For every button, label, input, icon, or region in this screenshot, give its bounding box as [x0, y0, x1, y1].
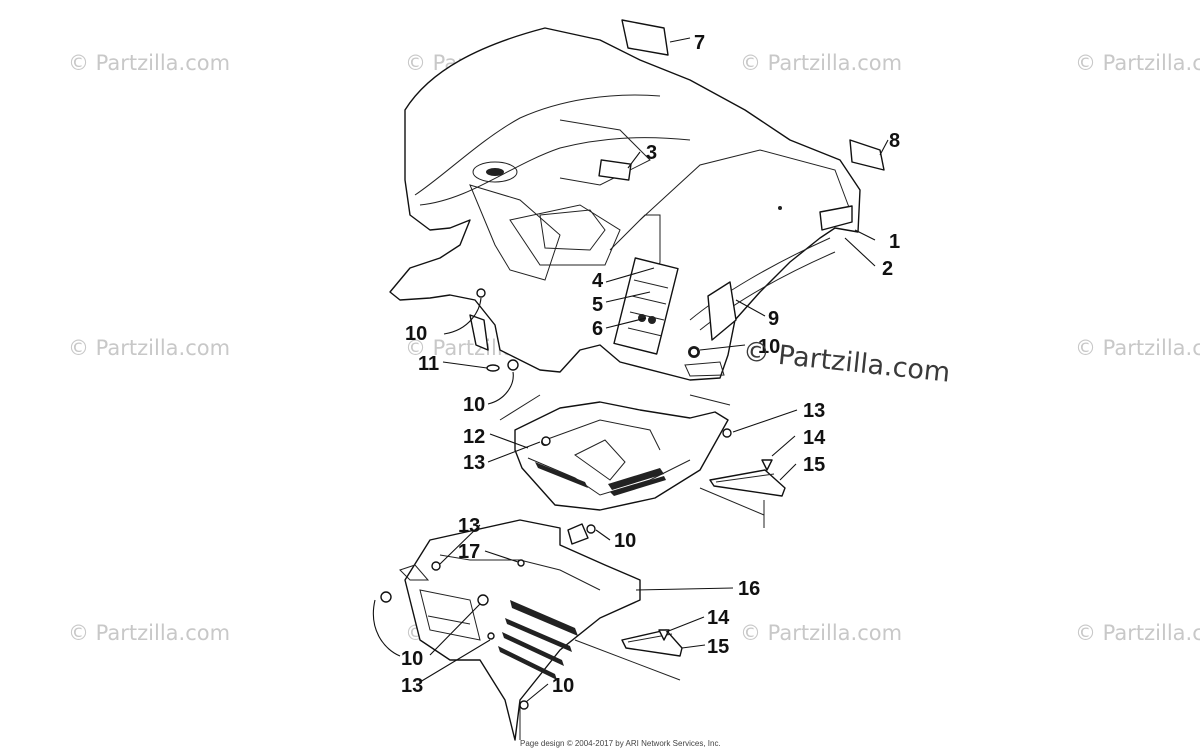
callout-17: 17: [458, 541, 480, 563]
callout-10: 10: [758, 336, 780, 358]
callouts: 7 8 3 1 2 4 5 6 9 10 10 11 10 12 13 13 1…: [401, 32, 900, 697]
nut-icon: [689, 347, 699, 357]
callout-10: 10: [463, 394, 485, 416]
callout-14: 14: [803, 427, 826, 449]
callout-15: 15: [707, 636, 729, 658]
watermark: © Partzilla.com: [740, 621, 902, 645]
callout-6: 6: [592, 318, 603, 340]
callout-7: 7: [694, 32, 705, 54]
callout-9: 9: [768, 308, 779, 330]
watermark: © Partzilla.com: [68, 51, 230, 75]
callout-13: 13: [458, 515, 480, 537]
callout-11: 11: [418, 353, 439, 375]
nut-icon: [507, 359, 519, 371]
screw-icon: [541, 436, 551, 446]
callout-10: 10: [401, 648, 423, 670]
nut-icon: [477, 594, 489, 606]
screw-icon: [722, 428, 732, 438]
nut-icon: [476, 288, 486, 298]
footer-copyright: Page design © 2004-2017 by ARI Network S…: [520, 739, 721, 748]
watermark: © Partzilla.com: [1075, 51, 1200, 75]
footrest-15-lower: [621, 629, 683, 657]
screw-icon: [517, 559, 525, 567]
watermark-prominent: © Partzilla.com: [741, 336, 951, 389]
upper-footwell: [499, 394, 731, 511]
lower-footwell-grid: [498, 600, 578, 680]
callout-16: 16: [738, 578, 760, 600]
screw-icon: [658, 629, 670, 641]
callout-10: 10: [552, 675, 574, 697]
callout-15: 15: [803, 454, 825, 476]
callout-12: 12: [463, 426, 485, 448]
lower-footwell: [399, 519, 641, 741]
watermark: © Partzilla.com: [68, 336, 230, 360]
callout-10: 10: [405, 323, 427, 345]
callout-13: 13: [803, 400, 825, 422]
screw-icon: [431, 561, 441, 571]
watermark: © Partzilla.com: [1075, 336, 1200, 360]
hardware: [380, 288, 773, 710]
fender-side-bracket: [469, 314, 489, 351]
decal-8: [849, 139, 885, 171]
nut-icon: [380, 591, 392, 603]
screw-icon: [487, 632, 495, 640]
rear-fender: [389, 27, 861, 381]
nut-icon: [519, 700, 529, 710]
nut-icon: [586, 524, 596, 534]
washer-icon: [486, 364, 500, 372]
leader-lines: [372, 37, 889, 703]
callout-2: 2: [882, 258, 893, 280]
callout-10: 10: [614, 530, 636, 552]
callout-14: 14: [707, 607, 730, 629]
footwell-grid: [535, 462, 666, 496]
footrest-15-upper: [709, 469, 786, 497]
callout-3: 3: [646, 142, 657, 164]
callout-13: 13: [401, 675, 423, 697]
watermark: © Partzilla.com: [1075, 621, 1200, 645]
warning-labels: [613, 257, 679, 355]
callout-13: 13: [463, 452, 485, 474]
decal-7: [621, 19, 669, 56]
screw-icon: [761, 459, 773, 471]
watermark: © Partzilla.com: [740, 51, 902, 75]
callout-8: 8: [889, 130, 900, 152]
watermark: © Partzilla.com: [68, 621, 230, 645]
callout-1: 1: [889, 231, 900, 253]
callout-4: 4: [592, 270, 604, 292]
callout-5: 5: [592, 294, 603, 316]
